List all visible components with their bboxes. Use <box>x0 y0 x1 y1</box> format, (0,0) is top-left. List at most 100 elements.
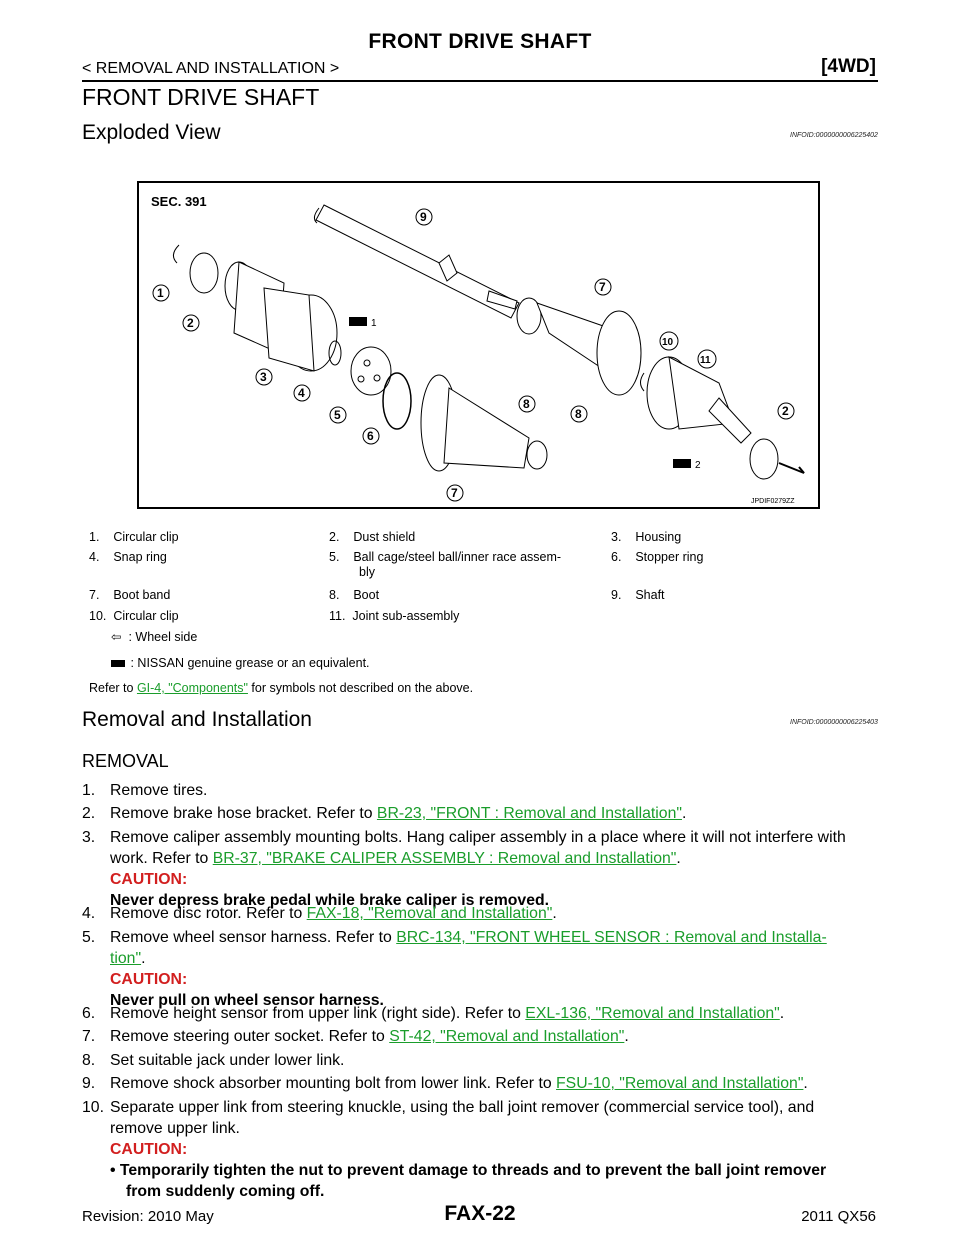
svg-text:10: 10 <box>662 337 674 348</box>
callout-3: 3 <box>255 368 273 386</box>
svg-text:5: 5 <box>334 408 341 422</box>
wheel-side-arrow <box>778 462 805 474</box>
fsu-10-link[interactable]: FSU-10, "Removal and Installation" <box>556 1075 804 1092</box>
step-number: 10. <box>82 1099 104 1116</box>
step-after: . <box>141 950 146 967</box>
step-number: 7. <box>82 1028 96 1045</box>
step-number: 1. <box>82 782 96 799</box>
fax-18-link[interactable]: FAX-18, "Removal and Installation" <box>306 905 553 922</box>
svg-text:6: 6 <box>367 429 374 443</box>
callout-labels: 1 2 3 4 5 6 7 7 8 8 9 10 11 2 <box>152 208 795 502</box>
callout-10: 10 <box>659 331 679 351</box>
step-number: 2. <box>82 805 96 822</box>
legend-num: 7. <box>89 588 100 602</box>
step-after: . <box>552 905 557 922</box>
step-number: 5. <box>82 929 96 946</box>
page-number: FAX-22 <box>444 1202 516 1225</box>
caution-bullet-text: Temporarily tighten the nut to prevent d… <box>119 1162 827 1179</box>
callout-11: 11 <box>697 349 717 369</box>
bullet-icon: • <box>110 1162 120 1179</box>
step-text: remove upper link. <box>110 1120 240 1137</box>
svg-text:2: 2 <box>187 316 194 330</box>
step-text: Remove disc rotor. Refer to <box>110 905 307 922</box>
svg-text:8: 8 <box>575 407 582 421</box>
step-number: 9. <box>82 1075 96 1092</box>
legend-text: Shaft <box>635 588 665 602</box>
legend-text: Circular clip <box>113 609 179 623</box>
svg-text:8: 8 <box>523 397 530 411</box>
step-text: Separate upper link from steering knuckl… <box>110 1099 815 1116</box>
dust-shield-part <box>189 252 219 294</box>
step-text: Remove steering outer socket. Refer to <box>110 1028 390 1045</box>
removal-infoid: INFOID:0000000006225403 <box>790 719 878 726</box>
brc-134-link[interactable]: BRC-134, "FRONT WHEEL SENSOR : Removal a… <box>396 929 827 946</box>
grease-mark-2: 2 <box>673 459 701 471</box>
ball-cage-part <box>350 346 392 396</box>
wheel-side-legend: ⇦ : Wheel side <box>111 630 197 645</box>
caution-label: CAUTION: <box>110 1141 188 1158</box>
grease-text: : NISSAN genuine grease or an equivalent… <box>130 656 370 670</box>
callout-9: 9 <box>415 208 433 226</box>
step-after: . <box>624 1028 629 1045</box>
step-2: 2.Remove brake hose bracket. Refer to BR… <box>82 803 882 824</box>
legend-text-wrap: bly <box>359 565 375 579</box>
drive-shaft-diagram: SEC. 391 <box>151 194 805 505</box>
step-6: 6.Remove height sensor from upper link (… <box>82 1003 882 1024</box>
boot-right-part <box>516 297 642 396</box>
step-8: 8.Set suitable jack under lower link. <box>82 1050 882 1071</box>
components-link[interactable]: GI-4, "Components" <box>136 681 248 695</box>
step-1: 1.Remove tires. <box>82 780 882 801</box>
dust-shield-right-part <box>749 438 779 480</box>
legend-num: 3. <box>611 530 622 544</box>
joint-subassembly-part <box>646 356 752 444</box>
svg-text:7: 7 <box>599 280 606 294</box>
br-23-link[interactable]: BR-23, "FRONT : Removal and Installation… <box>376 805 682 822</box>
shaft-part <box>313 204 520 319</box>
section-title: FRONT DRIVE SHAFT <box>82 84 320 110</box>
svg-text:11: 11 <box>700 355 711 366</box>
model-text: 2011 QX56 <box>801 1208 876 1225</box>
wheel-side-icon: ⇦ <box>111 630 122 644</box>
callout-6: 6 <box>362 427 380 445</box>
step-number: 4. <box>82 905 96 922</box>
br-37-link[interactable]: BR-37, "BRAKE CALIPER ASSEMBLY : Removal… <box>212 850 677 867</box>
st-42-link[interactable]: ST-42, "Removal and Installation" <box>389 1028 625 1045</box>
svg-text:4: 4 <box>298 386 305 400</box>
step-after: . <box>779 1005 785 1022</box>
svg-text:7: 7 <box>451 486 458 500</box>
legend-text: Ball cage/steel ball/inner race assem- <box>353 550 562 564</box>
refer-prefix: Refer to <box>89 681 137 695</box>
callout-7a: 7 <box>594 278 612 296</box>
header-title: FRONT DRIVE SHAFT <box>368 30 592 53</box>
step-number: 8. <box>82 1052 96 1069</box>
legend-text: Boot <box>353 588 380 602</box>
step-after: . <box>676 850 681 867</box>
caution-text: Never pull on wheel sensor harness. <box>110 992 384 1009</box>
step-10: 10. Separate upper link from steering knu… <box>82 1097 882 1202</box>
legend-num: 4. <box>89 550 100 564</box>
caution-text: Never depress brake pedal while brake ca… <box>110 892 550 909</box>
grease-icon <box>111 660 125 667</box>
callout-1: 1 <box>152 284 170 302</box>
exploded-view-figure: SEC. 391 <box>137 181 820 509</box>
breadcrumb: < REMOVAL AND INSTALLATION > <box>82 60 340 77</box>
caution-label: CAUTION: <box>110 871 188 888</box>
callout-5: 5 <box>329 406 347 424</box>
brc-134-link-cont[interactable]: tion" <box>110 950 142 967</box>
callout-4: 4 <box>293 384 311 402</box>
refer-note: Refer to GI-4, "Components" for symbols … <box>89 681 473 696</box>
step-4: 4. Remove disc rotor. Refer to FAX-18, "R… <box>82 903 882 924</box>
exploded-infoid: INFOID:0000000006225402 <box>790 132 878 139</box>
step-text: Remove shock absorber mounting bolt from… <box>110 1075 557 1092</box>
step-after: . <box>681 805 687 822</box>
step-5: 5.Remove wheel sensor harness. Refer to … <box>82 927 882 1011</box>
circular-clip-10-part <box>640 372 645 392</box>
legend-text: Snap ring <box>113 550 167 564</box>
legend-text: Circular clip <box>113 530 179 544</box>
step-text: Remove height sensor from upper link (ri… <box>110 1005 526 1022</box>
housing-part <box>224 261 338 372</box>
revision-text: Revision: 2010 May <box>82 1208 214 1225</box>
callout-8b: 8 <box>570 405 588 423</box>
legend-num: 6. <box>611 550 622 564</box>
exl-136-link[interactable]: EXL-136, "Removal and Installation" <box>525 1005 780 1022</box>
